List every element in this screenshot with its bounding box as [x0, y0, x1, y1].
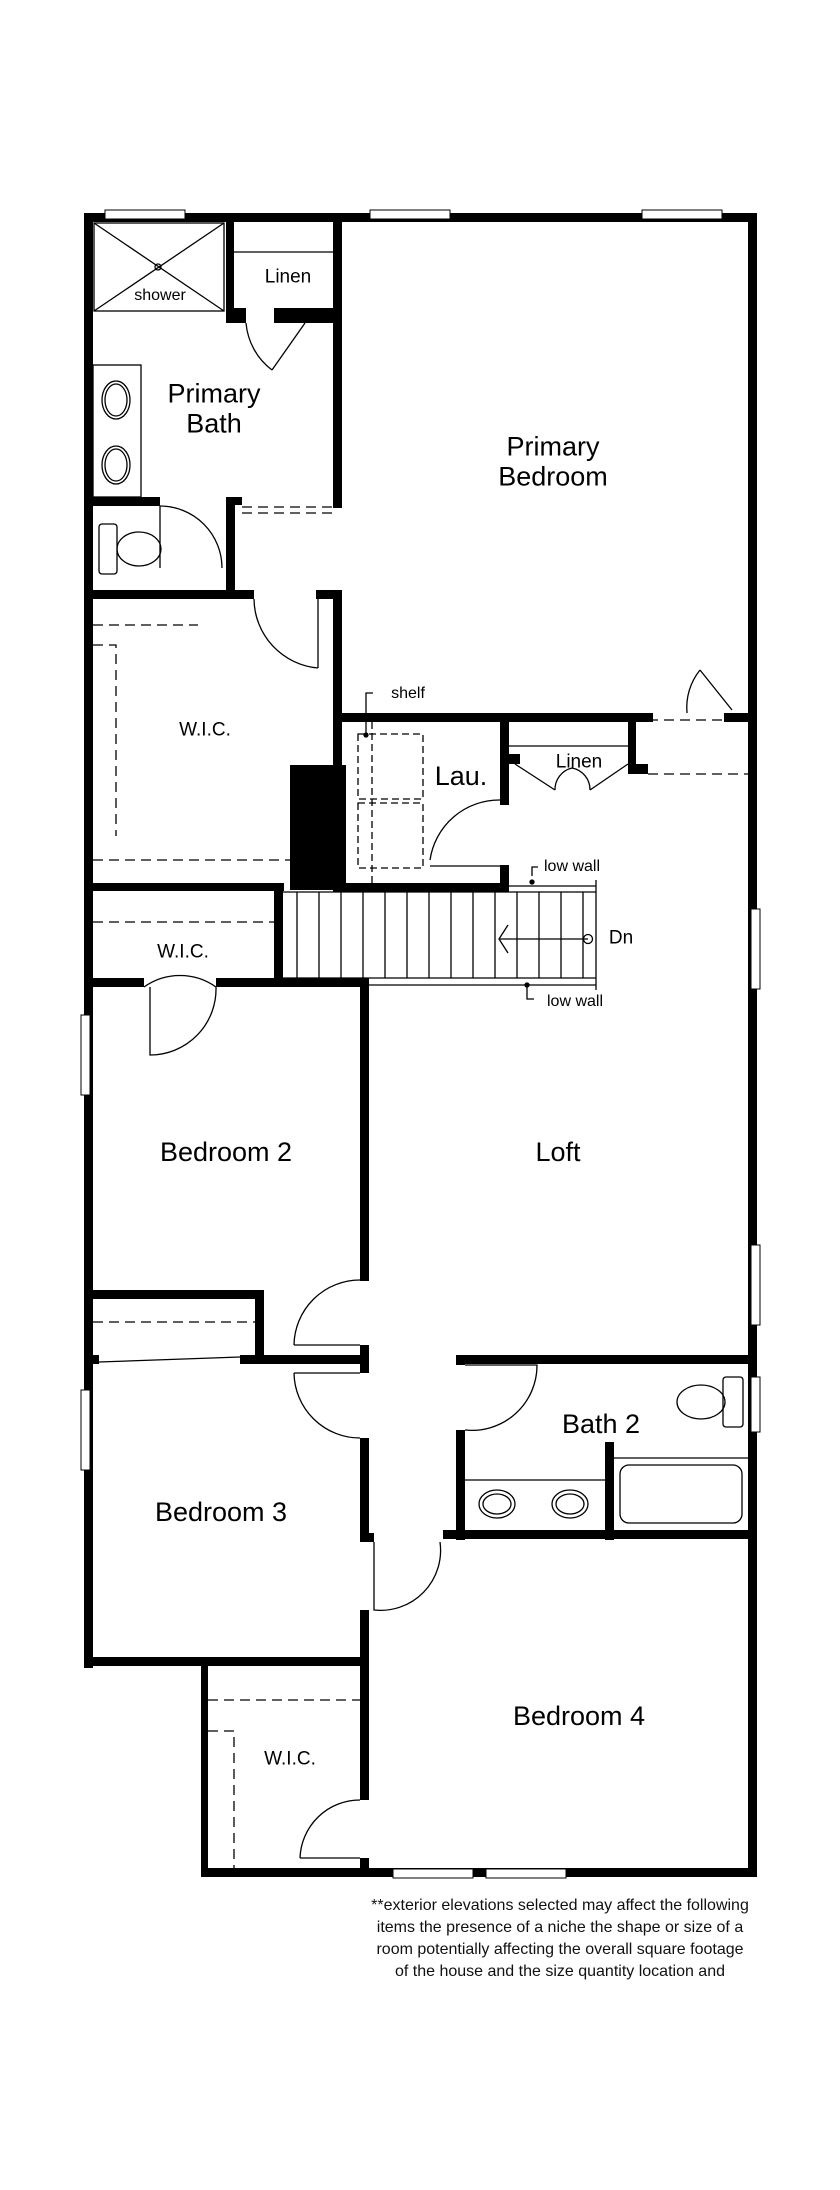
bathtub-icon — [614, 1457, 748, 1524]
disclaimer-line: **exterior elevations selected may affec… — [371, 1897, 749, 1914]
linen-hall-label: Linen — [555, 751, 603, 773]
loft-label: Loft — [535, 1137, 581, 1168]
stairs-down-label: Dn — [608, 927, 634, 949]
shower-label: shower — [134, 287, 186, 305]
wic-primary-label: W.I.C. — [179, 719, 231, 741]
bedroom3-label: Bedroom 3 — [154, 1497, 288, 1528]
sink-icon — [101, 380, 131, 420]
disclaimer-note: **exterior elevations selected may affec… — [345, 1895, 775, 1983]
bedroom2-label: Bedroom 2 — [159, 1137, 293, 1168]
linen-primary-label: Linen — [264, 266, 312, 288]
bedroom4-label: Bedroom 4 — [512, 1701, 646, 1732]
wic-bedroom2-label: W.I.C. — [157, 941, 209, 963]
primary-bath-label: Primary Bath — [167, 378, 261, 438]
sink-icon — [551, 1489, 589, 1519]
bath2-label: Bath 2 — [561, 1409, 641, 1440]
disclaimer-line: items the presence of a niche the shape … — [376, 1919, 744, 1936]
low-wall-top-annotation: low wall — [543, 858, 601, 876]
sink-icon — [478, 1489, 516, 1519]
low-wall-bottom-annotation: low wall — [546, 993, 604, 1011]
walls — [84, 213, 757, 1877]
washer-dryer-icon — [357, 722, 424, 883]
toilet-icon — [676, 1376, 744, 1428]
shelf-annotation: shelf — [391, 685, 425, 703]
laundry-label: Lau. — [434, 761, 488, 792]
windows — [80, 209, 761, 1879]
doors — [98, 322, 733, 1859]
disclaimer-line: of the house and the size quantity locat… — [394, 1963, 725, 1980]
sink-icon — [101, 445, 131, 485]
toilet-icon — [98, 523, 162, 575]
primary-bedroom-label: Primary Bedroom — [498, 431, 608, 491]
shower-icon — [93, 222, 225, 312]
wic-bedroom4-label: W.I.C. — [264, 1748, 316, 1770]
disclaimer-line: room potentially affecting the overall s… — [376, 1941, 744, 1958]
fixtures — [92, 222, 748, 1868]
stairs-icon — [283, 692, 597, 1000]
